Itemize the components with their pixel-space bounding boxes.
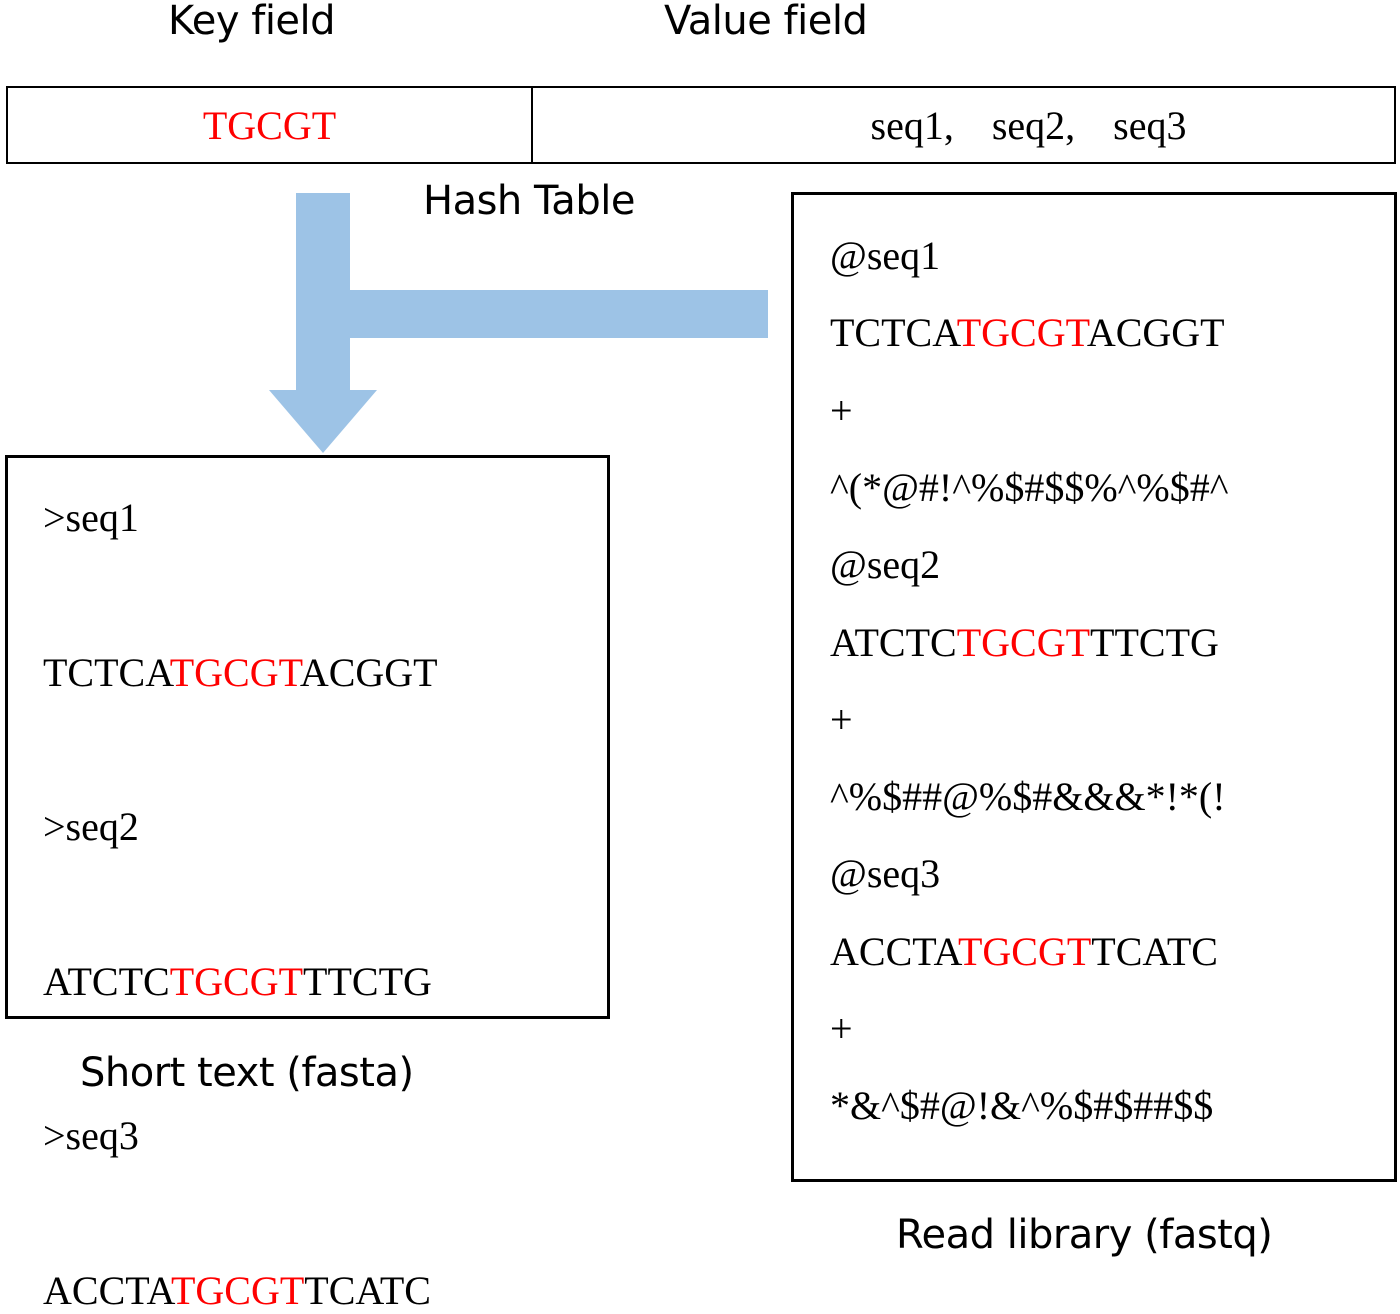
sequence-segment: TTCTG <box>1090 619 1219 665</box>
matched-kmer: TGCGT <box>956 310 1087 356</box>
matched-kmer: TGCGT <box>957 928 1092 974</box>
hash-table-row: TGCGT seq1, seq2, seq3 <box>6 86 1396 164</box>
fastq-plus-line: + <box>830 387 853 433</box>
fastq-header-line: @seq2 <box>830 542 941 588</box>
hash-value-item: seq3 <box>1113 102 1187 148</box>
fasta-box <box>5 455 610 1019</box>
sequence-segment: TCATC <box>304 1267 431 1313</box>
sequence-segment: ACCTA <box>830 928 958 974</box>
value-field-label: Value field <box>664 0 868 44</box>
hash-key-value: TGCGT <box>202 102 337 148</box>
sequence-segment: TCATC <box>1091 928 1218 974</box>
sequence-segment: ACCTA <box>43 1267 171 1313</box>
hash-value-item: seq1, <box>870 102 954 148</box>
hash-key-cell: TGCGT <box>8 88 533 162</box>
fasta-caption: Short text (fasta) <box>80 1050 414 1096</box>
fastq-plus-line: + <box>830 1006 853 1051</box>
fastq-header-line: @seq1 <box>830 233 941 278</box>
fastq-box <box>791 192 1397 1182</box>
fasta-header-line: >seq2 <box>43 804 139 849</box>
fastq-qual-line: *&^$#@!&^%$#$##$$ <box>830 1083 1214 1129</box>
fasta-sequence-line: TCTCATGCGTACGGT <box>43 649 438 696</box>
matched-kmer: TGCGT <box>170 1267 305 1313</box>
sequence-segment: TCTCA <box>43 649 170 695</box>
sequence-segment: ACGGT <box>299 649 438 695</box>
fastq-header-line: @seq3 <box>830 851 941 897</box>
fastq-sequence-line: ATCTCTGCGTTTCTG <box>830 619 1219 666</box>
sequence-segment: TCTCA <box>830 310 957 356</box>
fastq-qual-line: ^%$##@%$#&&&*!*(! <box>830 774 1226 820</box>
arrow-shape <box>269 193 768 453</box>
fastq-plus-line: + <box>830 696 853 742</box>
sequence-segment: ACGGT <box>1086 310 1225 356</box>
fasta-header-line: >seq3 <box>43 1113 139 1158</box>
sequence-segment: ATCTC <box>830 619 957 665</box>
fasta-sequence-line: ATCTCTGCGTTTCTG <box>43 958 432 1005</box>
fastq-qual-line: ^(*@#!^%$#$$%^%$#^ <box>830 464 1229 510</box>
fastq-sequence-line: TCTCATGCGTACGGT <box>830 309 1225 356</box>
fastq-sequence-line: ACCTATGCGTTCATC <box>830 928 1218 975</box>
key-field-label: Key field <box>168 0 336 44</box>
matched-kmer: TGCGT <box>956 619 1091 665</box>
matched-kmer: TGCGT <box>169 958 304 1004</box>
matched-kmer: TGCGT <box>169 649 300 695</box>
sequence-segment: ATCTC <box>43 958 170 1004</box>
hash-value-cell: seq1, seq2, seq3 <box>533 88 1394 162</box>
fasta-sequence-line: ACCTATGCGTTCATC <box>43 1267 431 1314</box>
lookup-arrow <box>269 193 768 453</box>
hash-table-title: Hash Table <box>423 178 635 224</box>
sequence-segment: TTCTG <box>303 958 432 1004</box>
hash-value-item: seq2, <box>991 102 1076 148</box>
fastq-caption: Read library (fastq) <box>896 1212 1273 1258</box>
fasta-header-line: >seq1 <box>43 495 139 540</box>
